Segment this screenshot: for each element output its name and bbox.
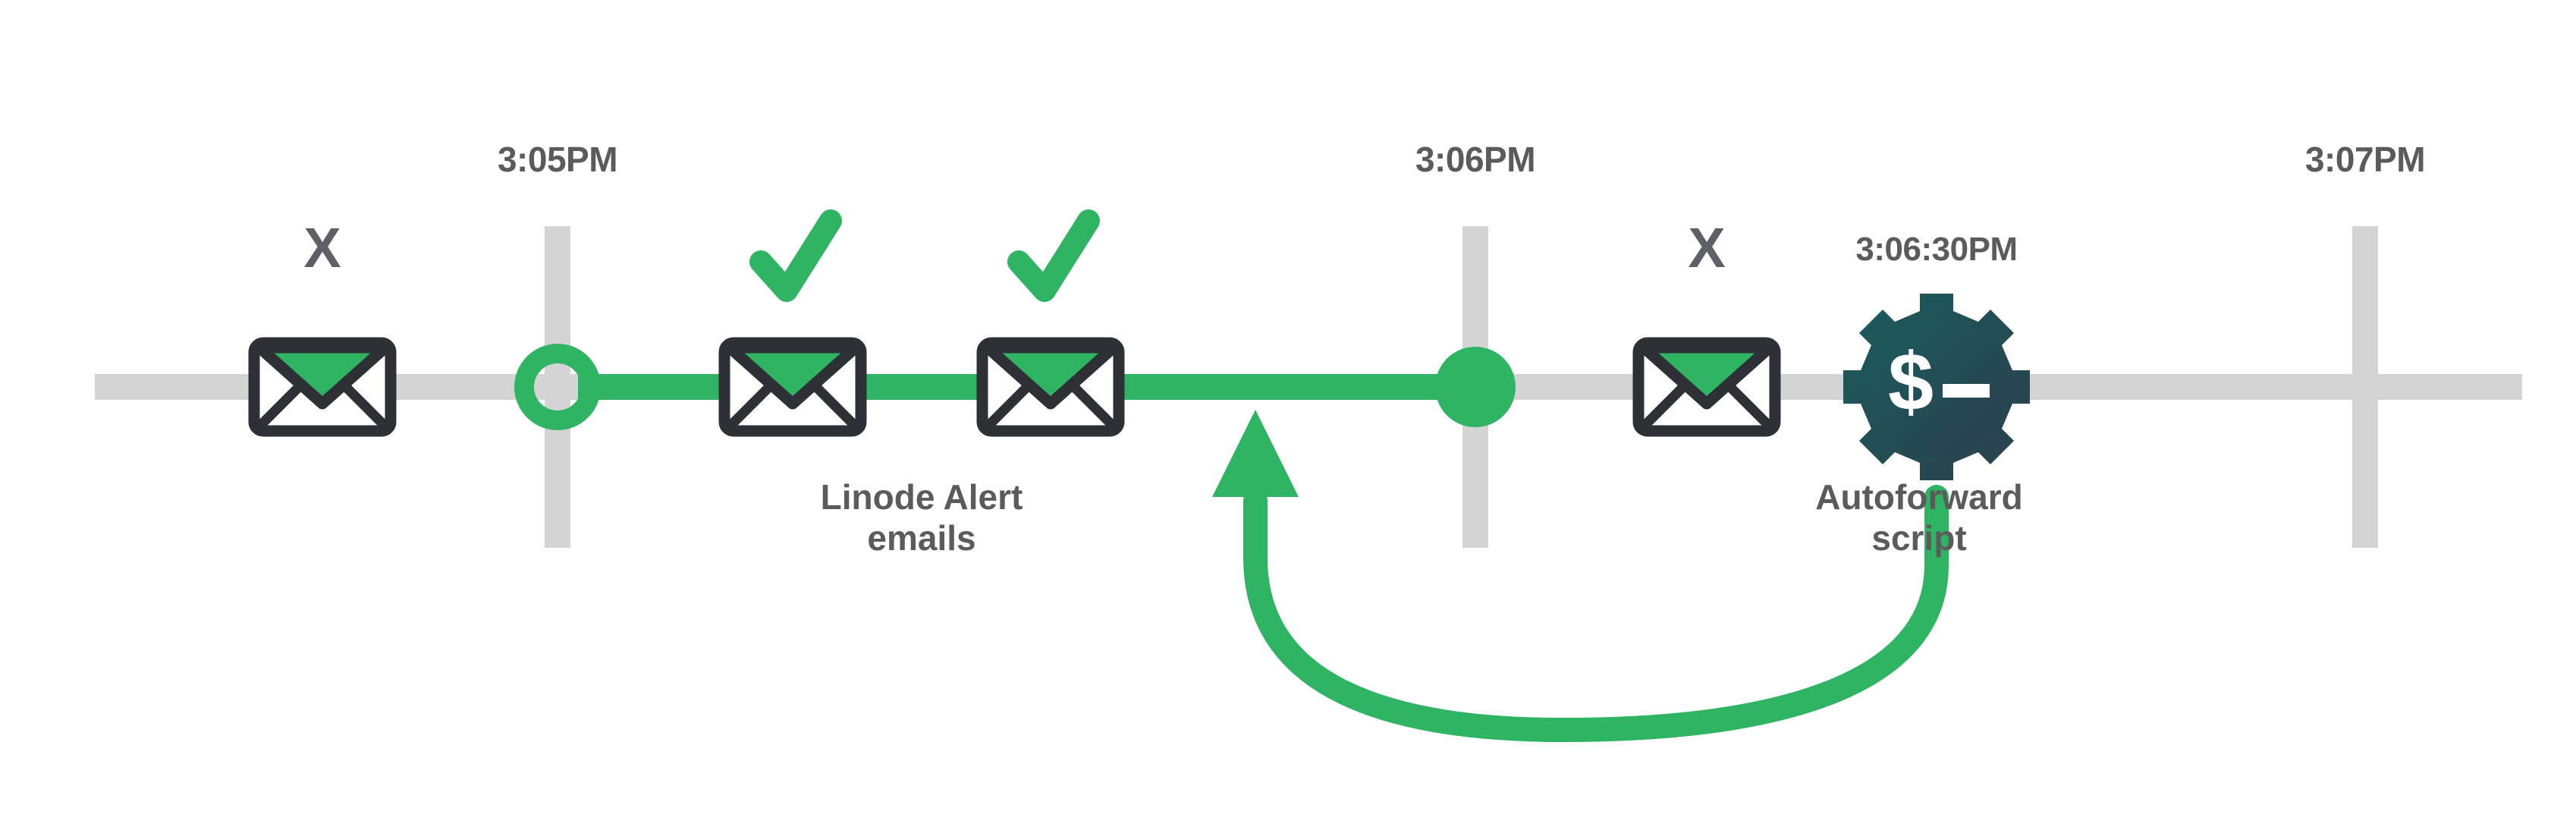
envelope-icon [976, 337, 1125, 437]
caption-autoforward-script: Autoforward script [1815, 477, 2023, 558]
check-mark-icon [1007, 209, 1100, 302]
ring-marker-icon [514, 344, 601, 430]
svg-text:$: $ [1888, 335, 1934, 427]
envelope-icon [1632, 337, 1781, 437]
check-mark-icon [749, 209, 842, 302]
envelope-icon [248, 337, 397, 437]
tick-mark-305 [545, 226, 570, 548]
curved-arrow-icon [1212, 410, 1949, 743]
x-mark-icon: X [1688, 216, 1726, 279]
envelope-icon [718, 337, 867, 437]
time-label-autoforward: 3:06:30PM [1855, 231, 2018, 268]
x-mark-icon: X [303, 216, 341, 279]
time-label-306: 3:06PM [1415, 140, 1536, 179]
time-label-305: 3:05PM [497, 140, 618, 179]
tick-mark-307 [2352, 226, 2378, 548]
dot-marker-icon [1435, 347, 1516, 427]
time-label-307: 3:07PM [2304, 140, 2426, 179]
gear-terminal-icon: $ [1843, 294, 2030, 480]
caption-linode-alert-emails: Linode Alert emails [820, 477, 1023, 558]
